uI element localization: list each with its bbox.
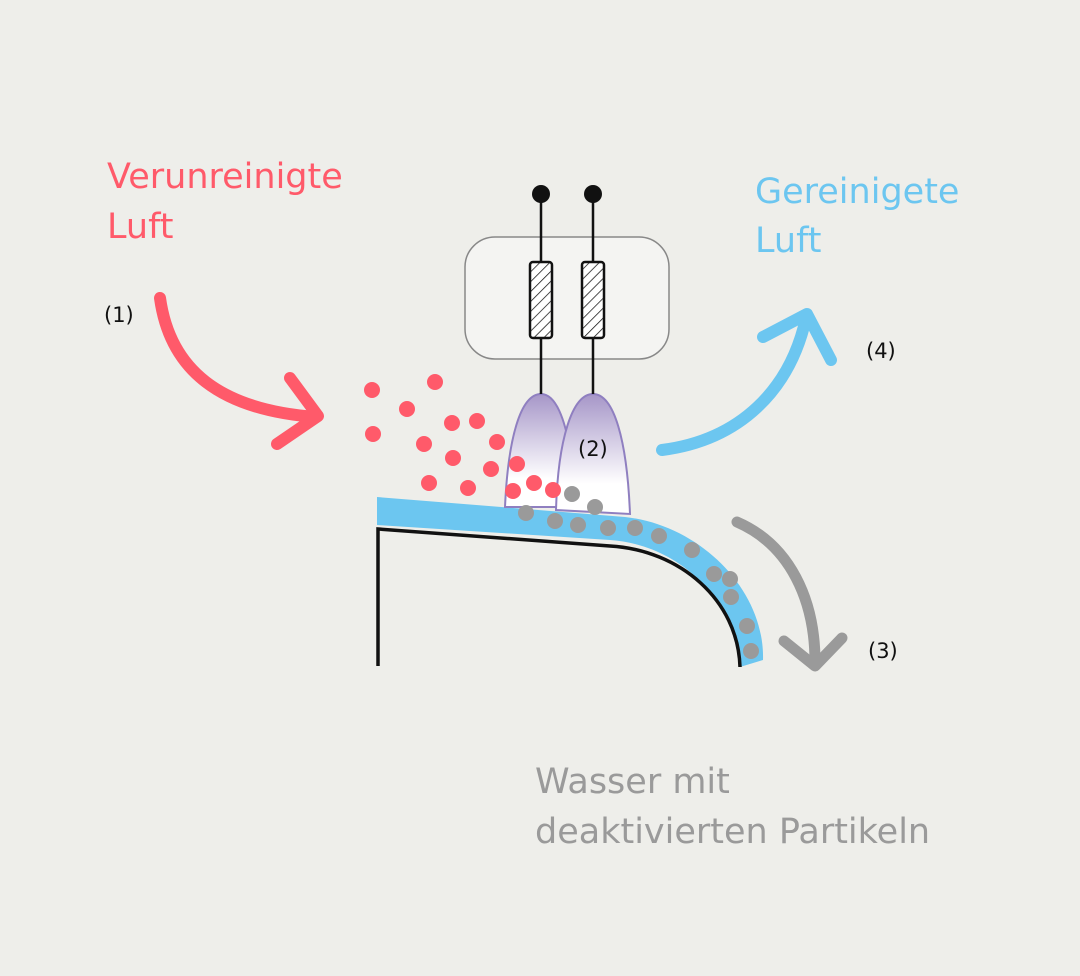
resistor-icon <box>528 260 554 340</box>
deactivated-particle <box>723 589 739 605</box>
deactivated-particle <box>570 517 586 533</box>
surface <box>376 527 742 668</box>
pollutant-particle <box>489 434 505 450</box>
electrode-housing <box>464 236 670 360</box>
step-1-label: (1) <box>104 303 134 327</box>
deactivated-particle <box>684 542 700 558</box>
step-2-label: (2) <box>578 437 608 461</box>
pollutant-particle <box>526 475 542 491</box>
polluted-air-arrow <box>154 292 324 450</box>
deactivated-particle <box>518 505 534 521</box>
deactivated-particle <box>651 528 667 544</box>
water-label: Wasser mit deaktivierten Partikeln <box>535 762 930 852</box>
plasma-discharge-right <box>554 392 632 516</box>
electrode-left <box>528 185 554 394</box>
pollutant-particle <box>469 413 485 429</box>
water-film <box>377 497 764 667</box>
pollutant-particle <box>365 426 381 442</box>
pollutant-particle <box>445 450 461 466</box>
clean-air-arrow <box>656 308 837 456</box>
pollutant-particle <box>444 415 460 431</box>
pollutant-particle <box>416 436 432 452</box>
deactivated-particle <box>547 513 563 529</box>
electrode-right <box>580 185 606 394</box>
polluted-air-label: Verunreinigte Luft <box>107 157 354 247</box>
deactivated-particle <box>627 520 643 536</box>
resistor-icon <box>580 260 606 340</box>
deactivated-particle <box>722 571 738 587</box>
deactivated-particle <box>706 566 722 582</box>
terminal-icon <box>532 185 550 203</box>
deactivated-particle <box>587 499 603 515</box>
pollutant-particle <box>483 461 499 477</box>
water-outflow-arrow <box>731 516 848 672</box>
pollutant-particle <box>509 456 525 472</box>
pollutant-particle <box>399 401 415 417</box>
pollutant-particle <box>364 382 380 398</box>
pollutant-particle <box>545 482 561 498</box>
pollutant-particle <box>427 374 443 390</box>
deactivated-particle <box>564 486 580 502</box>
step-3-label: (3) <box>868 639 898 663</box>
clean-air-label: Gereinigete Luft <box>755 172 971 261</box>
terminal-icon <box>584 185 602 203</box>
deactivated-particle <box>739 618 755 634</box>
step-4-label: (4) <box>866 339 896 363</box>
deactivated-particle <box>600 520 616 536</box>
pollutant-particle <box>505 483 521 499</box>
pollutant-particle <box>460 480 476 496</box>
pollutant-particle <box>421 475 437 491</box>
deactivated-particle <box>743 643 759 659</box>
particles <box>364 374 759 659</box>
